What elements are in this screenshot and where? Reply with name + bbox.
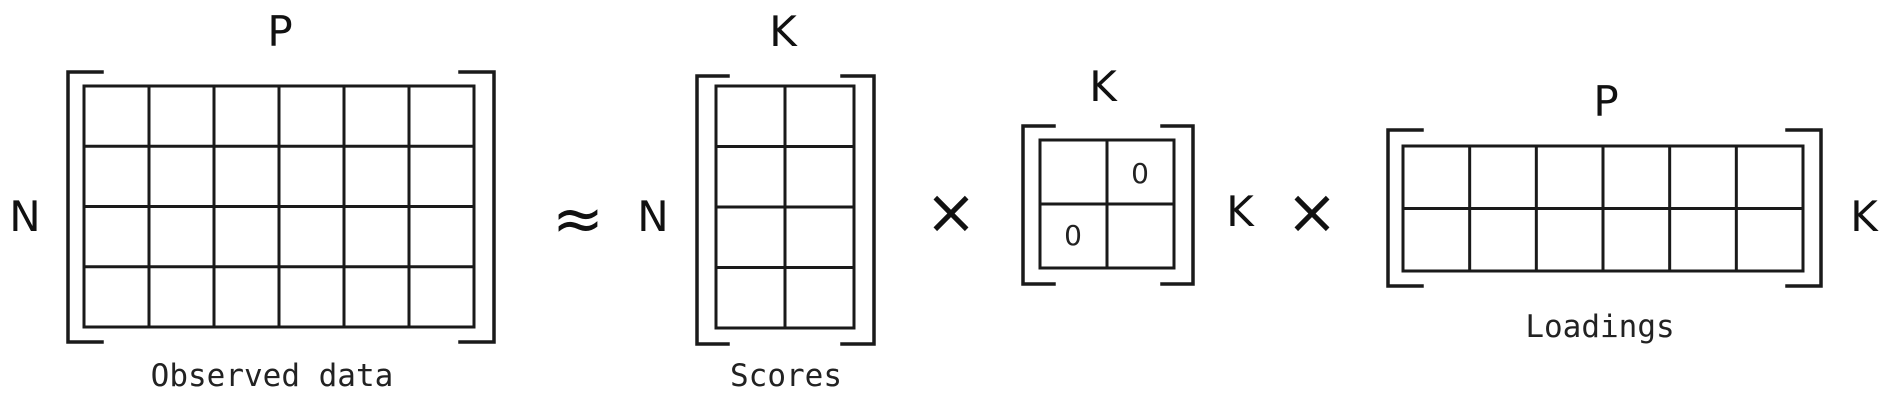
scores-grid (714, 84, 856, 330)
observed-left-bracket (66, 70, 104, 344)
scores-row-label: N (637, 192, 668, 241)
times-symbol-2: × (1286, 175, 1338, 248)
observed-row-label: N (9, 192, 40, 241)
loadings-right-bracket (1785, 128, 1823, 288)
scores-right-bracket (840, 74, 876, 346)
observed-caption: Observed data (151, 358, 394, 394)
observed-grid (82, 84, 476, 329)
approx-symbol: ≈ (552, 182, 604, 255)
diagonal-cell-top-right: 0 (1131, 157, 1149, 190)
diagonal-matrix: K K 0 0 (1021, 62, 1255, 286)
scores-matrix: K N Scores (637, 7, 876, 394)
diagonal-left-bracket (1021, 124, 1056, 286)
diagonal-cell-bottom-left: 0 (1064, 219, 1082, 252)
loadings-col-label: P (1593, 77, 1618, 126)
loadings-caption: Loadings (1525, 309, 1674, 345)
scores-caption: Scores (730, 358, 842, 394)
loadings-matrix: P K Loadings (1386, 77, 1879, 345)
loadings-left-bracket (1386, 128, 1424, 288)
scores-left-bracket (695, 74, 730, 346)
times-symbol-1: × (925, 175, 977, 248)
observed-col-label: P (267, 7, 292, 56)
loadings-row-label: K (1850, 192, 1879, 241)
loadings-grid (1401, 144, 1805, 273)
observed-data-matrix: P N Observed data (9, 7, 496, 394)
diagonal-grid (1038, 138, 1176, 270)
diagonal-right-bracket (1160, 124, 1195, 286)
observed-right-bracket (458, 70, 496, 344)
scores-col-label: K (769, 7, 798, 56)
diagonal-col-label: K (1089, 62, 1118, 111)
diagonal-row-label: K (1226, 187, 1255, 236)
